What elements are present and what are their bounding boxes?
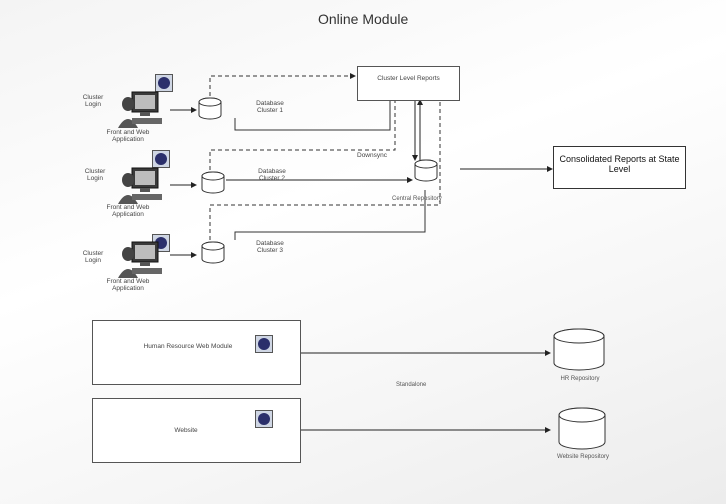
hr-repository-label: HR Repository xyxy=(560,376,600,382)
front-web-app-label: Front and Web Application xyxy=(106,278,150,293)
computer-user-icon xyxy=(118,241,162,278)
cluster-reports-label: Cluster Level Reports xyxy=(377,75,440,82)
db2-to-reports-dashed xyxy=(209,100,396,170)
central-repository-label: Central Repository xyxy=(392,196,442,202)
computer-user-icon xyxy=(118,91,162,128)
hr-module-box: Human Resource Web Module xyxy=(92,320,301,385)
central-database-icon xyxy=(414,159,438,182)
website-repository-database-icon xyxy=(558,407,606,450)
database-cluster-label: Database Cluster 1 xyxy=(256,100,284,115)
db1-to-reports-dashed xyxy=(209,73,356,96)
database-cluster-label: Database Cluster 3 xyxy=(256,240,284,255)
globe-badge-icon xyxy=(255,335,273,353)
db3-to-reports-dashed xyxy=(209,100,441,240)
website-label: Website xyxy=(174,427,198,434)
hr-repository-database-icon xyxy=(553,328,605,371)
globe-badge-icon xyxy=(255,410,273,428)
cluster-login-label: Cluster Login xyxy=(82,250,104,265)
website-box: Website xyxy=(92,398,301,463)
front-web-app-label: Front and Web Application xyxy=(106,129,150,144)
cluster-reports-box: Cluster Level Reports xyxy=(357,66,460,101)
globe-badge-icon xyxy=(155,74,173,92)
front-web-app-label: Front and Web Application xyxy=(106,204,150,219)
standalone-label: Standalone xyxy=(396,382,427,388)
cluster-login-label: Cluster Login xyxy=(84,168,106,183)
website-repository-label: Website Repository xyxy=(557,454,609,460)
globe-badge-icon xyxy=(152,150,170,168)
db1-sync-line xyxy=(234,100,391,131)
db3-to-central-line xyxy=(234,190,426,240)
database-icon xyxy=(201,241,225,264)
downsync-label: Downsync xyxy=(357,152,387,159)
cluster-login-label: Cluster Login xyxy=(82,94,104,109)
database-cluster-label: Database Cluster 2 xyxy=(258,168,286,183)
consolidated-reports-box: Consolidated Reports at State Level xyxy=(553,146,686,189)
hr-module-label: Human Resource Web Module xyxy=(143,343,233,350)
database-icon xyxy=(201,171,225,194)
diagram-title: Online Module xyxy=(318,11,409,27)
consolidated-reports-label: Consolidated Reports at State Level xyxy=(559,154,680,175)
computer-user-icon xyxy=(118,167,162,204)
database-icon xyxy=(198,97,222,120)
